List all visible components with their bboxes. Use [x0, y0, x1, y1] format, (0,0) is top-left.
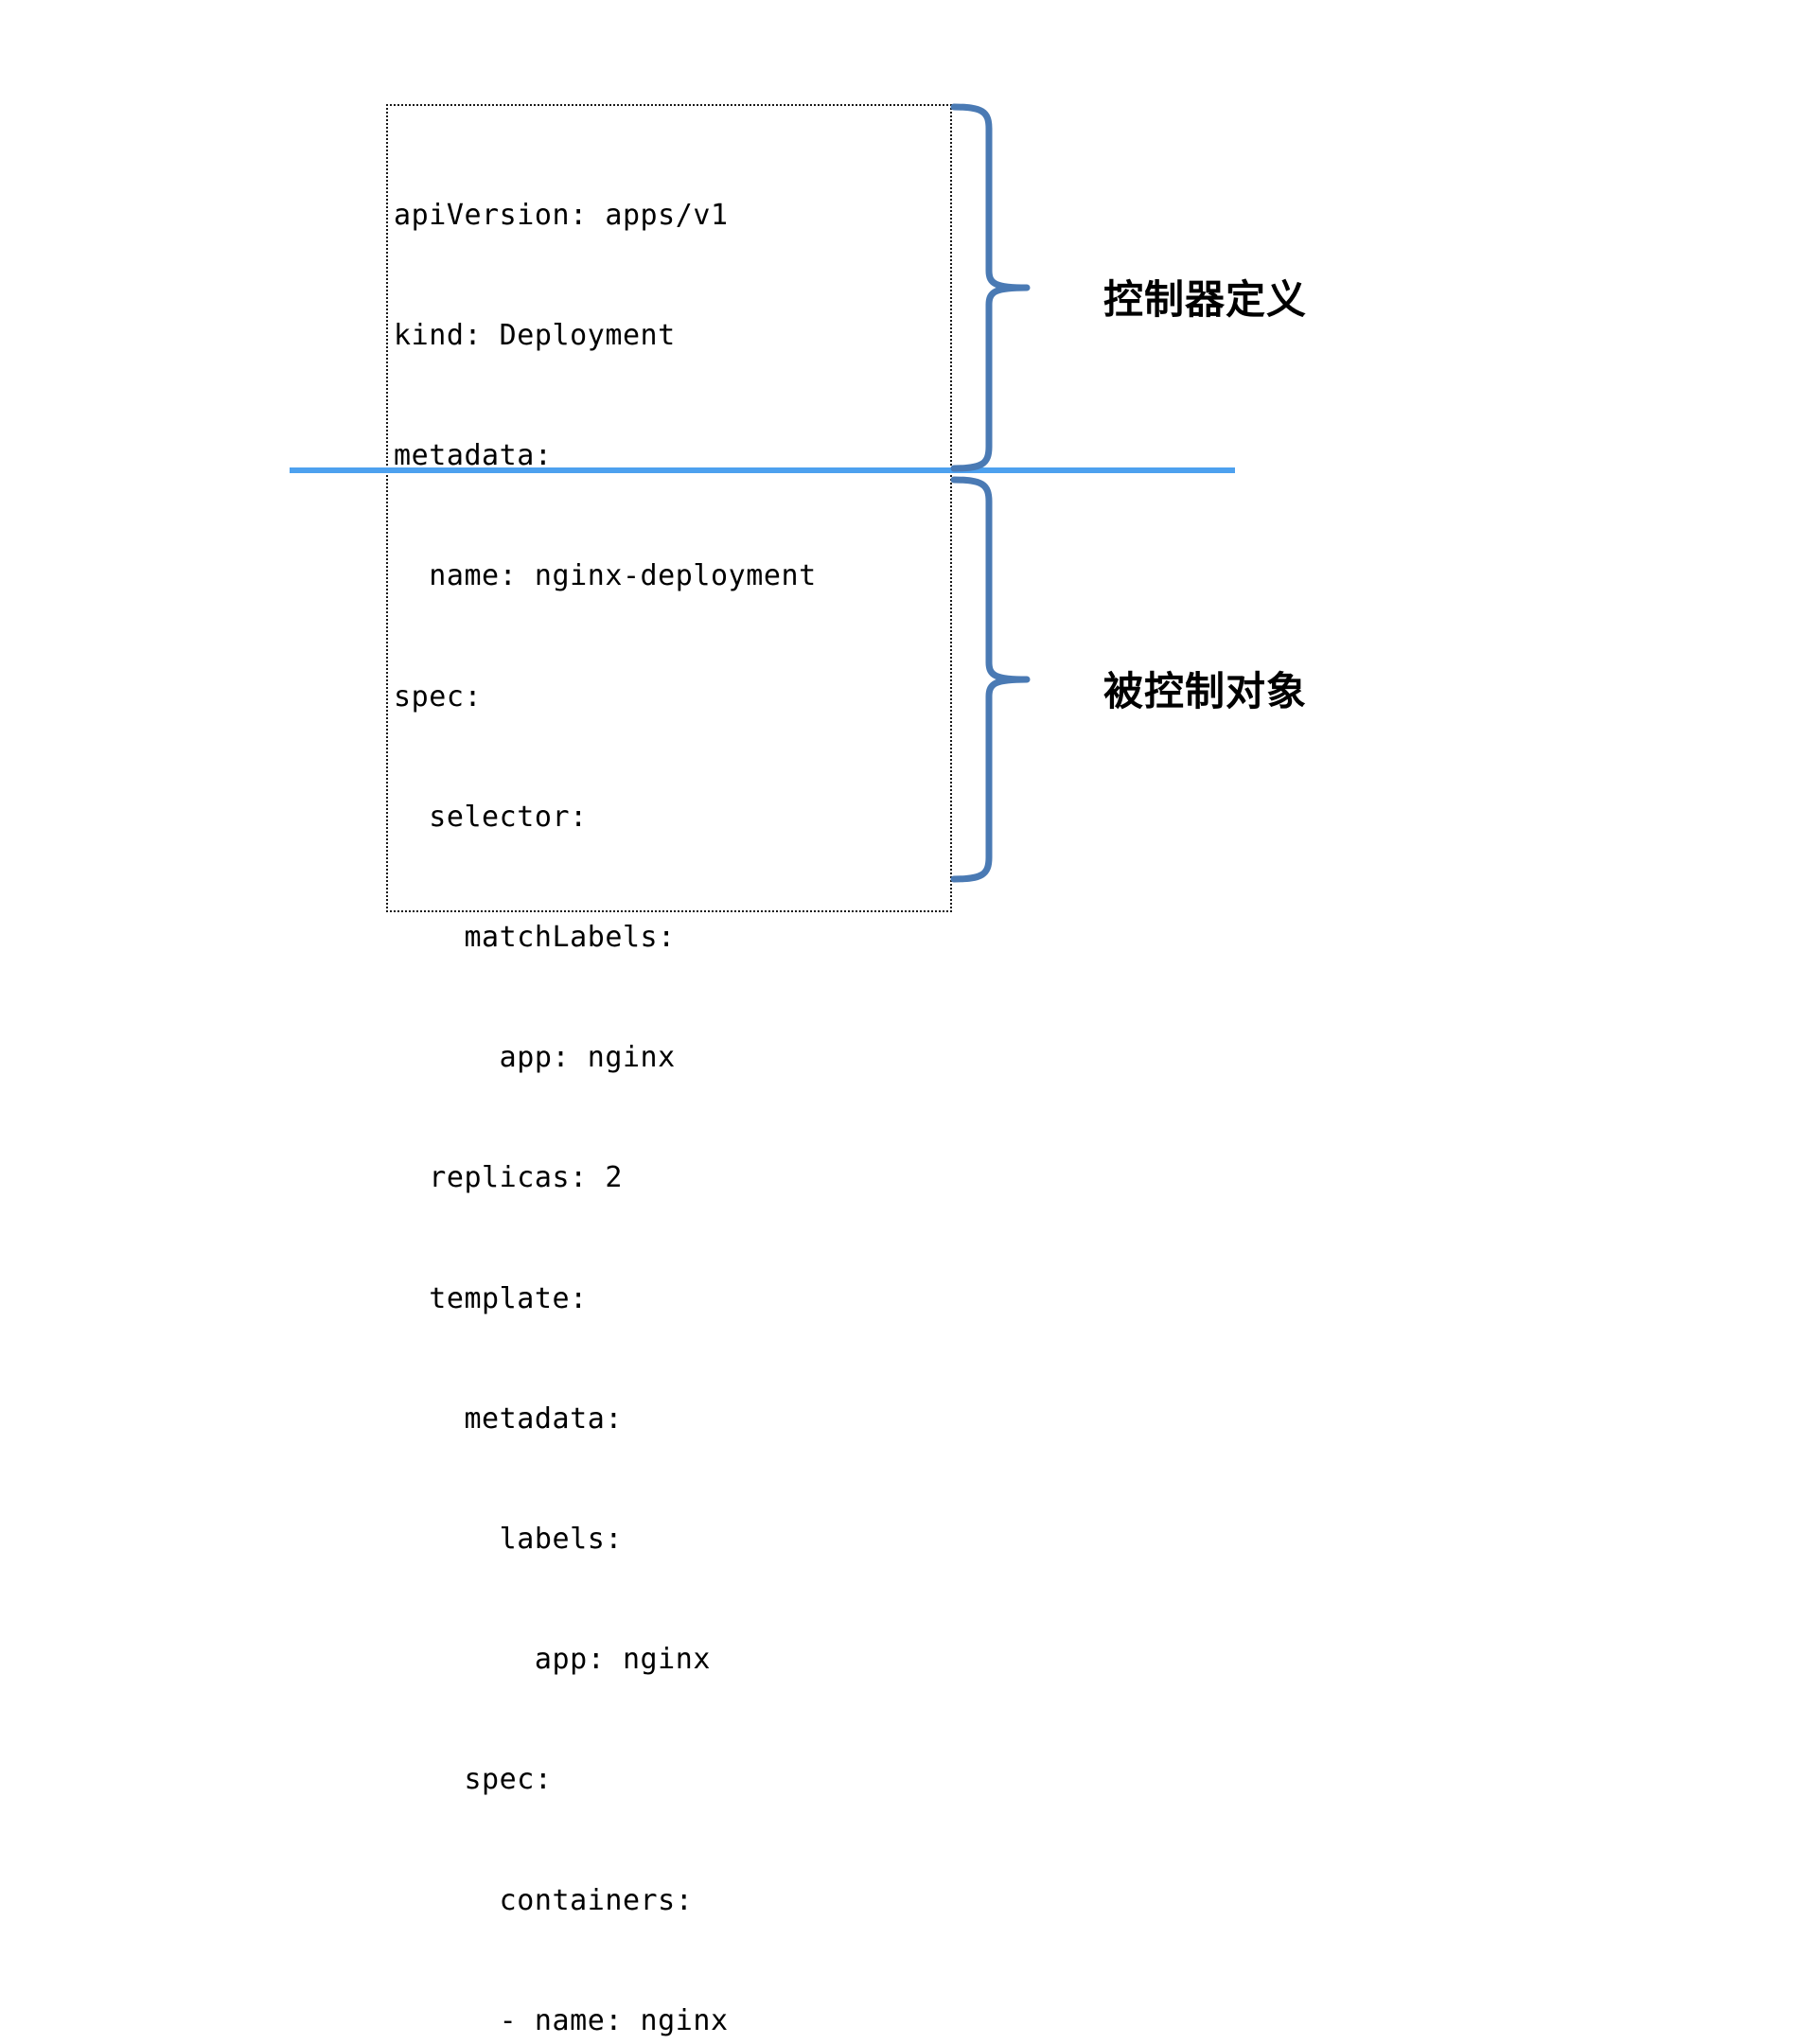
code-line: - name: nginx	[394, 2003, 729, 2037]
code-line: metadata:	[394, 1401, 623, 1436]
code-line: spec:	[394, 1763, 553, 1797]
code-line: containers:	[394, 1883, 694, 1917]
code-line: spec:	[394, 679, 483, 714]
code-line: metadata:	[394, 439, 553, 473]
code-line: replicas: 2	[394, 1161, 623, 1195]
code-line: kind: Deployment	[394, 319, 676, 353]
brace-upper-icon	[950, 103, 1031, 472]
code-line: selector:	[394, 800, 588, 834]
brace-lower-icon	[950, 476, 1031, 883]
code-line: app: nginx	[394, 1041, 676, 1075]
code-line: labels:	[394, 1523, 623, 1557]
yaml-code-box	[386, 104, 952, 912]
label-controlled-object: 被控制对象	[1103, 668, 1308, 714]
code-line: app: nginx	[394, 1643, 712, 1677]
label-controller-definition: 控制器定义	[1103, 276, 1308, 323]
diagram-canvas: apiVersion: apps/v1 kind: Deployment met…	[290, 103, 1308, 2037]
code-line: matchLabels:	[394, 921, 676, 955]
yaml-code-text: apiVersion: apps/v1 kind: Deployment met…	[394, 115, 980, 2044]
code-line: name: nginx-deployment	[394, 559, 817, 593]
code-line: apiVersion: apps/v1	[394, 198, 729, 232]
split-line	[290, 467, 1235, 473]
code-line: template:	[394, 1281, 588, 1315]
